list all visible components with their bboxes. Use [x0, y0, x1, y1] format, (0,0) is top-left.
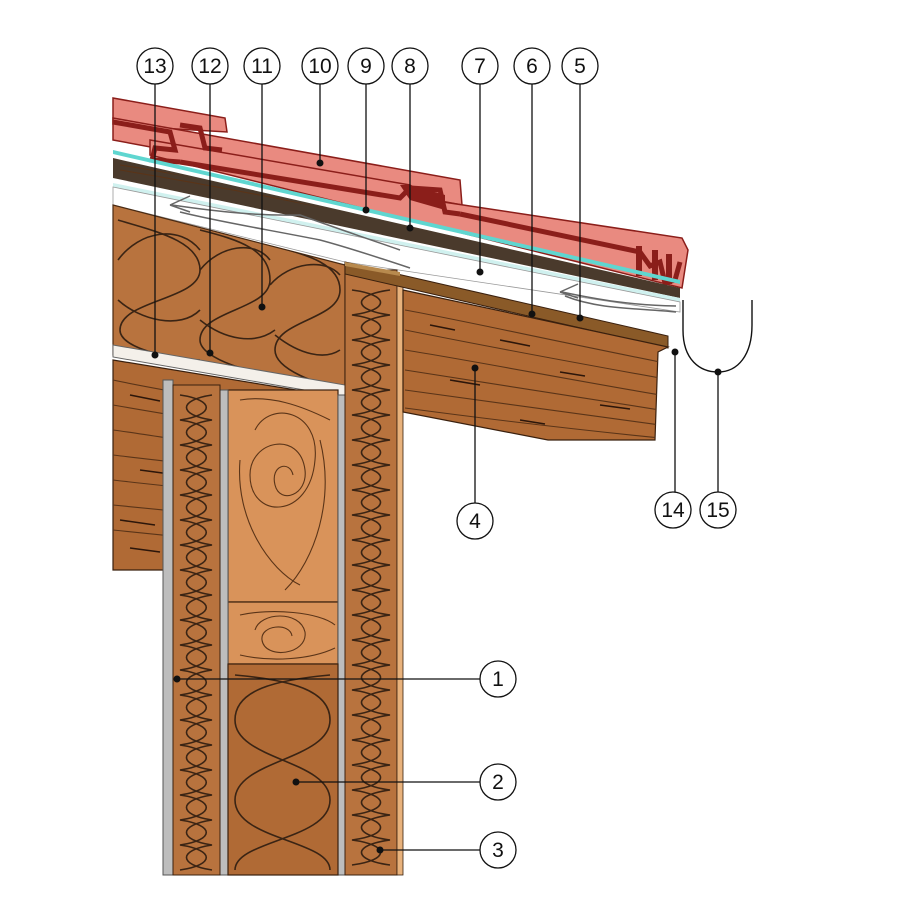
- wall-outer-insulation: [344, 269, 404, 876]
- callout-14-label: 14: [661, 499, 685, 522]
- callout-13-label: 13: [143, 55, 166, 78]
- callout-7-label: 7: [474, 55, 486, 78]
- callout-11: 11: [243, 47, 281, 85]
- leader-lines: [154, 84, 719, 851]
- callout-10-label: 10: [308, 55, 331, 78]
- callout-1-label: 1: [492, 668, 504, 691]
- roof-tile-profile-line: [179, 122, 223, 153]
- callout-2: 2: [479, 763, 517, 801]
- tile-nib: [666, 254, 672, 284]
- gutter: [682, 300, 753, 373]
- callout-6: 6: [513, 47, 551, 85]
- airflow-arrow: [559, 283, 677, 313]
- callout-9-label: 9: [360, 55, 372, 78]
- roof-tile-profile-line: [179, 159, 461, 217]
- callout-14: 14: [654, 491, 692, 529]
- callout-3-label: 3: [492, 839, 504, 862]
- callout-12: 12: [191, 47, 229, 85]
- tile-nib: [652, 250, 658, 280]
- roof-sarking-board: [344, 261, 669, 349]
- callout-4: 4: [456, 502, 494, 540]
- airflow-arrow: [169, 195, 411, 269]
- callout-12-label: 12: [198, 55, 221, 78]
- callout-9: 9: [347, 47, 385, 85]
- callout-4-label: 4: [469, 510, 481, 533]
- sarking-board-top: [345, 262, 400, 276]
- callout-2-label: 2: [492, 771, 504, 794]
- counter-batten: [113, 158, 680, 298]
- tile-nib: [636, 246, 642, 276]
- callout-1: 1: [479, 660, 517, 698]
- underlay-membrane-lower: [113, 183, 680, 302]
- callout-5-label: 5: [574, 55, 586, 78]
- callout-6-label: 6: [526, 55, 538, 78]
- callout-15: 15: [699, 491, 737, 529]
- roof-tile-edge: [400, 185, 445, 210]
- callout-8-label: 8: [404, 55, 416, 78]
- wall-render-layer: [396, 284, 404, 876]
- callout-11-label: 11: [251, 55, 273, 78]
- callout-3: 3: [479, 831, 517, 869]
- callout-5: 5: [561, 47, 599, 85]
- callout-15-label: 15: [706, 499, 729, 522]
- wall-service-insulation: [172, 384, 221, 876]
- callout-8: 8: [391, 47, 429, 85]
- underlay-membrane: [113, 150, 680, 284]
- wall-main-insulation: [227, 663, 339, 876]
- callout-10: 10: [301, 47, 339, 85]
- wall-plate-timber: [227, 389, 339, 665]
- leader-dots: [151, 159, 722, 854]
- eaves-fascia-timber: [402, 289, 670, 441]
- callout-7: 7: [461, 47, 499, 85]
- callout-13: 13: [136, 47, 174, 85]
